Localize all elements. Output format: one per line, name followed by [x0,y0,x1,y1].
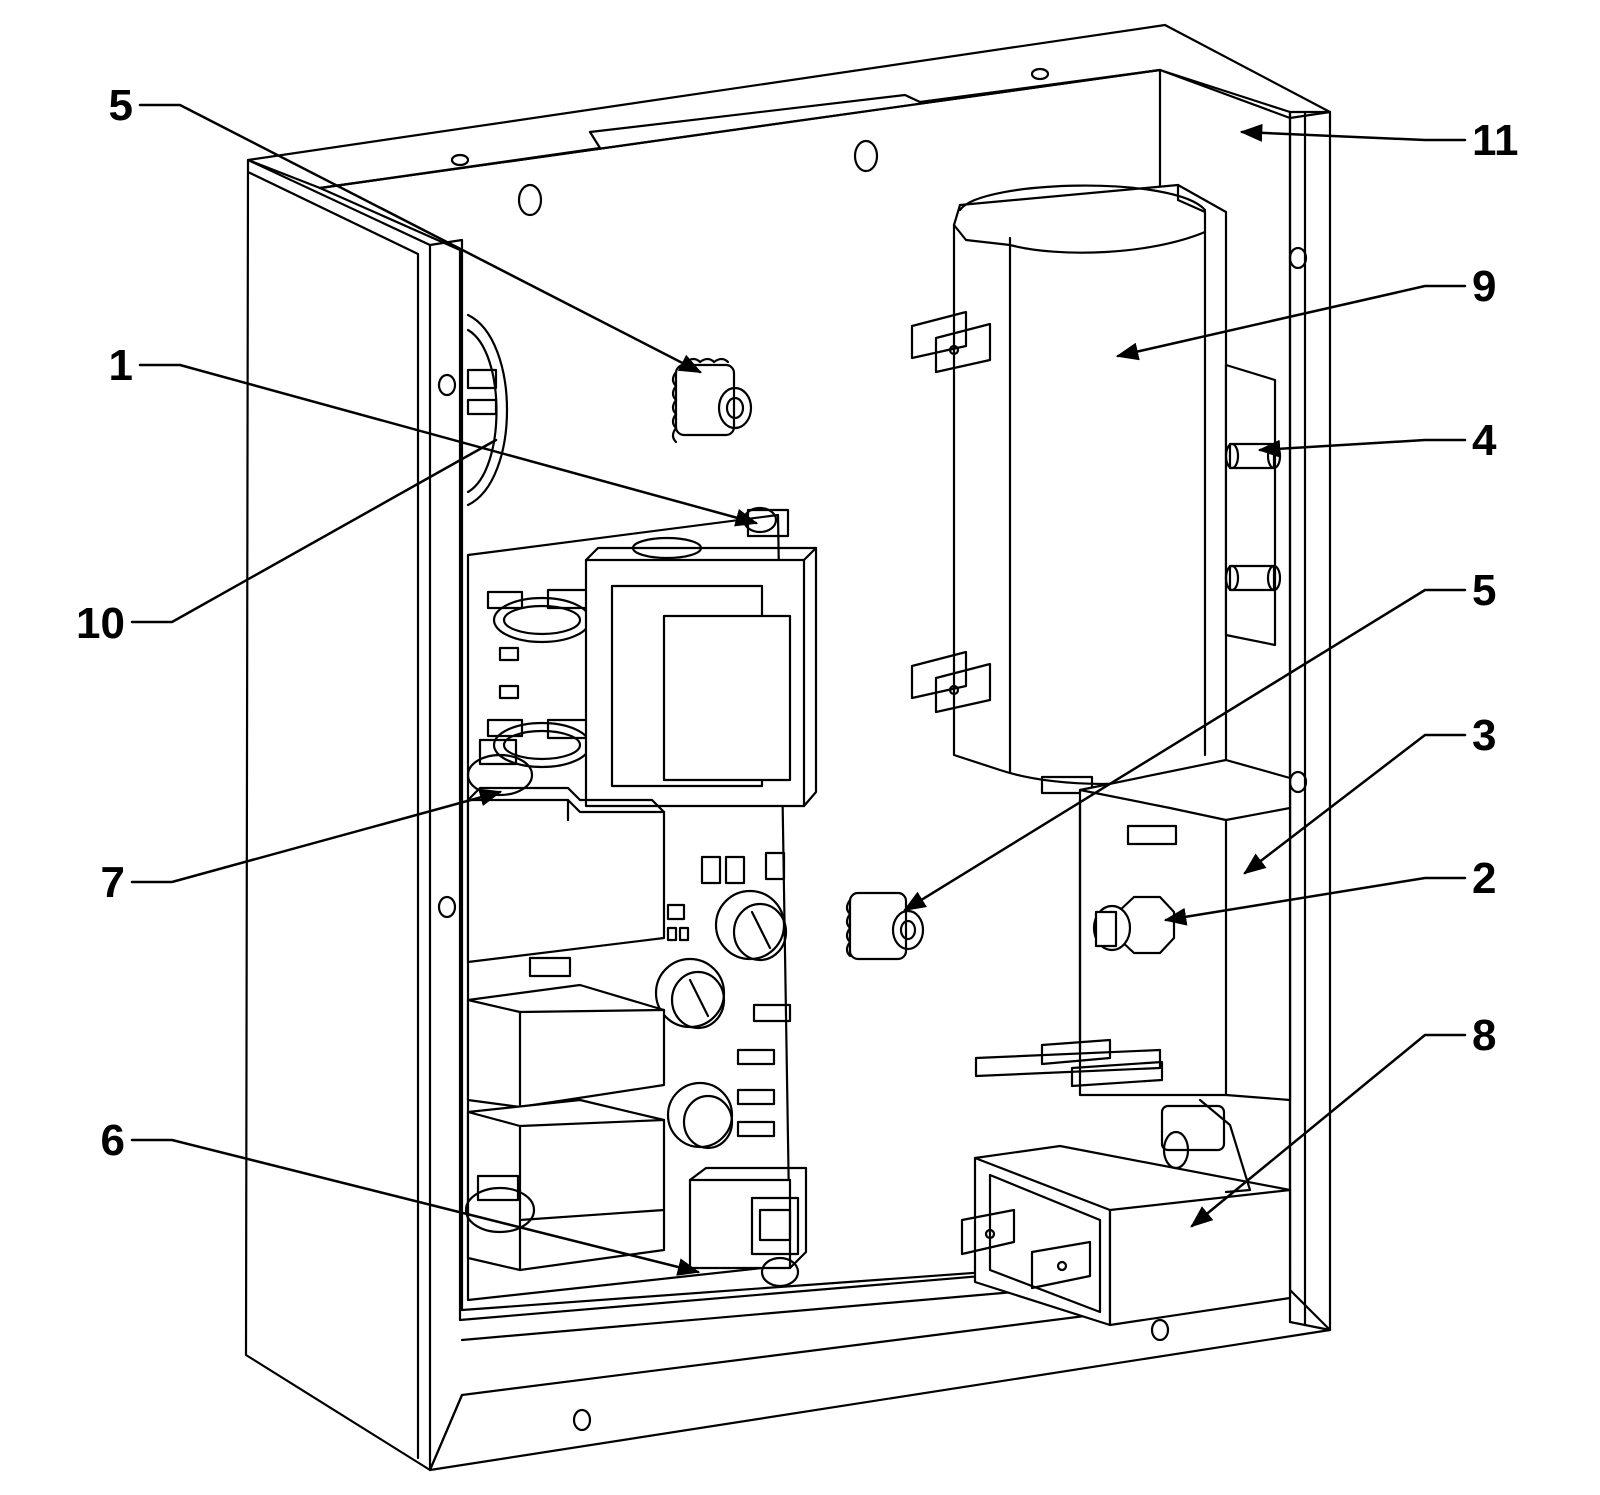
leader-line-5a [138,103,703,374]
heater-bottom-tab [1040,775,1094,795]
leader-line-2 [1163,876,1467,926]
heater-terminal-upper [910,310,992,374]
switch-tab [1126,824,1178,846]
outlet-bracket [1160,1098,1252,1194]
enclosure-bottom [428,1288,1332,1472]
board-spade-terminal [752,1003,792,1023]
leader-line-4 [1257,438,1467,458]
leader-line-3 [1243,733,1467,875]
mounting-hole-icon [1288,246,1308,270]
leader-line-5b [903,588,1467,912]
chip-icon [678,926,690,942]
callout-3: 3 [1472,711,1496,760]
mounting-hole-icon [437,373,457,397]
resistor-icon [498,646,520,662]
screw-hole-icon [1030,67,1050,81]
chip-icon [666,926,678,942]
callout-5-lower: 5 [1472,566,1496,615]
callout-11: 11 [1472,116,1519,165]
callout-5-upper: 5 [109,81,133,130]
callout-1: 1 [109,341,133,390]
leader-line-8 [1190,1033,1467,1228]
chip-icon [724,855,746,885]
spade-terminal-row [974,798,1164,1088]
terminal-block [960,1144,1292,1327]
enclosure-right-wall [1288,110,1332,1332]
heater-cylinder [910,183,1228,795]
callout-10: 10 [76,599,125,648]
board-toroid-lower [464,1174,536,1234]
mounting-hole-icon [437,895,457,919]
relay-middle [466,983,666,1109]
callout-6: 6 [101,1116,125,1165]
callout-8: 8 [1472,1011,1496,1060]
chip-icon [666,903,686,921]
leader-lines [130,103,1467,1276]
enclosure-left-wall [244,158,432,1472]
mounting-bracket [1224,363,1282,647]
callout-9: 9 [1472,262,1496,311]
resistor-icon [498,684,520,700]
switch-block [1078,758,1292,1102]
board-spade-terminal [736,1120,776,1138]
cable-gland-upper [671,357,753,444]
mounting-hole-icon [1288,770,1308,794]
leader-line-9 [1115,284,1467,361]
board-spade-terminal [736,1088,776,1106]
capacitor-2 [654,957,726,1030]
toroid-coil-lower [486,718,592,769]
callout-labels: 5 1 10 7 6 11 9 4 5 3 2 8 [76,81,1518,1165]
mounting-hole-icon [853,139,879,173]
terminal-block-spade-2 [1030,1240,1092,1290]
board-spade-terminal [736,1048,776,1066]
capacitor-3 [666,1081,734,1150]
relay-lower [466,1098,666,1272]
relay-large [466,786,666,978]
stud-lower [1224,564,1282,592]
transformer [584,536,818,808]
callout-2: 2 [1472,854,1496,903]
heater-terminal-lower [910,650,992,714]
leader-line-6 [130,1138,701,1276]
mounting-hole-icon [517,183,543,217]
chip-icon [764,851,786,881]
callout-7: 7 [101,858,125,907]
terminal-block-spade-1 [960,1208,1016,1256]
mounting-hole-icon [572,1408,592,1432]
chip-icon [700,855,722,885]
circuit-board [464,506,818,1302]
capacitor-1 [714,889,788,962]
mounting-hole-icon [1150,1318,1170,1342]
screw-hole-icon [450,153,470,167]
leader-line-10 [130,438,498,624]
leader-line-7 [130,788,503,884]
leader-line-11 [1239,123,1467,142]
wall-outlet [466,313,509,507]
leader-line-1 [138,363,759,527]
network-connector [688,1166,808,1288]
callout-4: 4 [1472,416,1497,465]
reset-push-button [1092,895,1176,955]
